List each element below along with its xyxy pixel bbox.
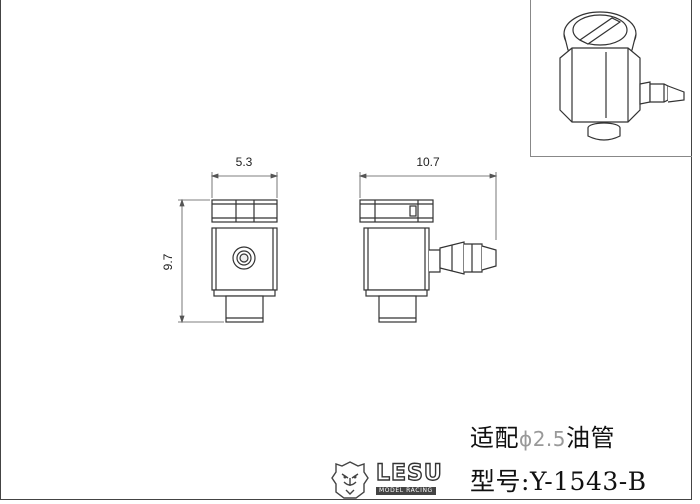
spec-diameter: ϕ2.5 bbox=[519, 427, 566, 451]
spec-line: 适配ϕ2.5油管 bbox=[470, 418, 615, 453]
brand-logo: LESU MODEL RACING bbox=[328, 460, 452, 500]
spec-prefix: 适配 bbox=[470, 424, 519, 452]
model-label: 型号: bbox=[470, 467, 530, 496]
dimension-lines bbox=[178, 172, 498, 324]
lion-emblem-icon bbox=[331, 461, 369, 499]
model-number: Y-1543-B bbox=[529, 467, 647, 496]
isometric-view-frame bbox=[530, 0, 692, 157]
isometric-valve bbox=[559, 11, 685, 141]
logo-wordmark: LESU bbox=[375, 461, 443, 486]
model-line: 型号:Y-1543-B bbox=[470, 462, 647, 498]
height-dimension: 9.7 bbox=[161, 253, 175, 270]
spec-suffix: 油管 bbox=[566, 424, 615, 452]
side-width-dimension: 10.7 bbox=[416, 155, 440, 169]
front-width-dimension: 5.3 bbox=[236, 155, 253, 169]
side-view bbox=[359, 199, 497, 323]
front-view bbox=[211, 199, 278, 323]
logo-tagline: MODEL RACING bbox=[376, 487, 436, 495]
